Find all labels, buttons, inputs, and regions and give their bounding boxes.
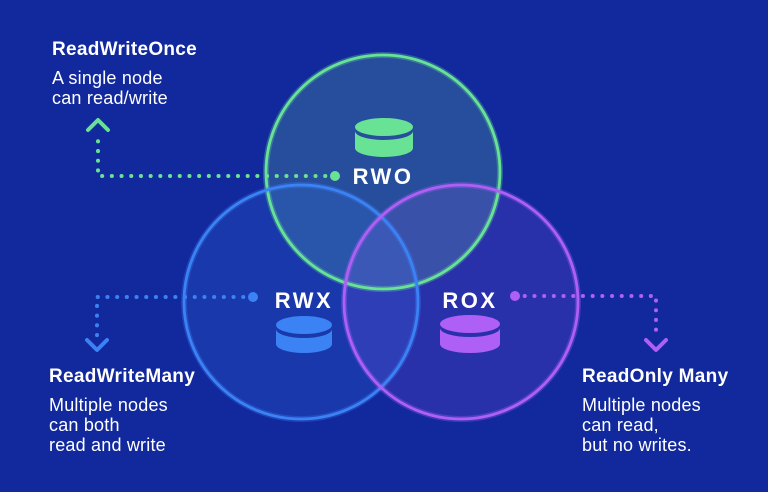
annotation-heading: ReadOnly Many <box>582 366 729 387</box>
annotation-line: A single node <box>52 68 163 88</box>
rox-circle-ring <box>342 183 580 421</box>
rwx-label: RWX <box>275 288 333 313</box>
rwo-circle-fill <box>266 55 500 289</box>
annotation-heading: ReadWriteMany <box>49 366 196 387</box>
annotation-heading: ReadWriteOnce <box>52 39 198 60</box>
rox-connector-dot-icon <box>510 291 520 301</box>
annotation-line: read and write <box>49 435 166 455</box>
annotation-line: Multiple nodes <box>582 395 701 415</box>
rwo-connector-dot-icon <box>330 171 340 181</box>
arrow-up-icon <box>86 118 110 132</box>
annotation-line: can both <box>49 415 120 435</box>
arrow-down-icon <box>85 338 109 352</box>
rwo-connector-line <box>96 131 337 178</box>
rwx-circle <box>181 182 421 422</box>
annotation-readonlymany: ReadOnly Many Multiple nodes can read, b… <box>582 366 728 455</box>
annotation-line: Multiple nodes <box>49 395 168 415</box>
rox-connector-line <box>513 294 658 339</box>
rox-database-icon <box>440 315 500 353</box>
annotation-line: can read/write <box>52 88 168 108</box>
rwo-connector <box>86 118 340 181</box>
rox-connector <box>510 291 668 352</box>
rox-label: ROX <box>442 288 497 313</box>
annotation-readwritemany: ReadWriteMany Multiple nodes can both re… <box>49 366 195 455</box>
rwx-connector-line <box>95 295 255 339</box>
rwx-database-lid <box>276 316 332 334</box>
annotation-line: can read, <box>582 415 659 435</box>
rwx-connector <box>85 292 258 352</box>
rwo-database-body <box>355 131 413 157</box>
rwo-database-icon <box>355 118 413 157</box>
rox-circle <box>341 182 581 422</box>
rwo-circle-ring <box>264 53 502 291</box>
rwx-database-body <box>276 329 332 353</box>
annotation-readwriteonce: ReadWriteOnce A single node can read/wri… <box>52 39 197 108</box>
circle-fills <box>184 55 578 419</box>
rwo-circle <box>263 52 503 292</box>
rwo-database-lid <box>355 118 413 136</box>
rwx-circle-ring <box>182 183 420 421</box>
rwx-database-icon <box>276 316 332 353</box>
rox-database-body <box>440 328 500 353</box>
arrow-down-icon <box>644 338 668 352</box>
rwo-label: RWO <box>353 164 414 189</box>
annotation-line: but no writes. <box>582 435 692 455</box>
rwx-connector-dot-icon <box>248 292 258 302</box>
rox-database-lid <box>440 315 500 333</box>
